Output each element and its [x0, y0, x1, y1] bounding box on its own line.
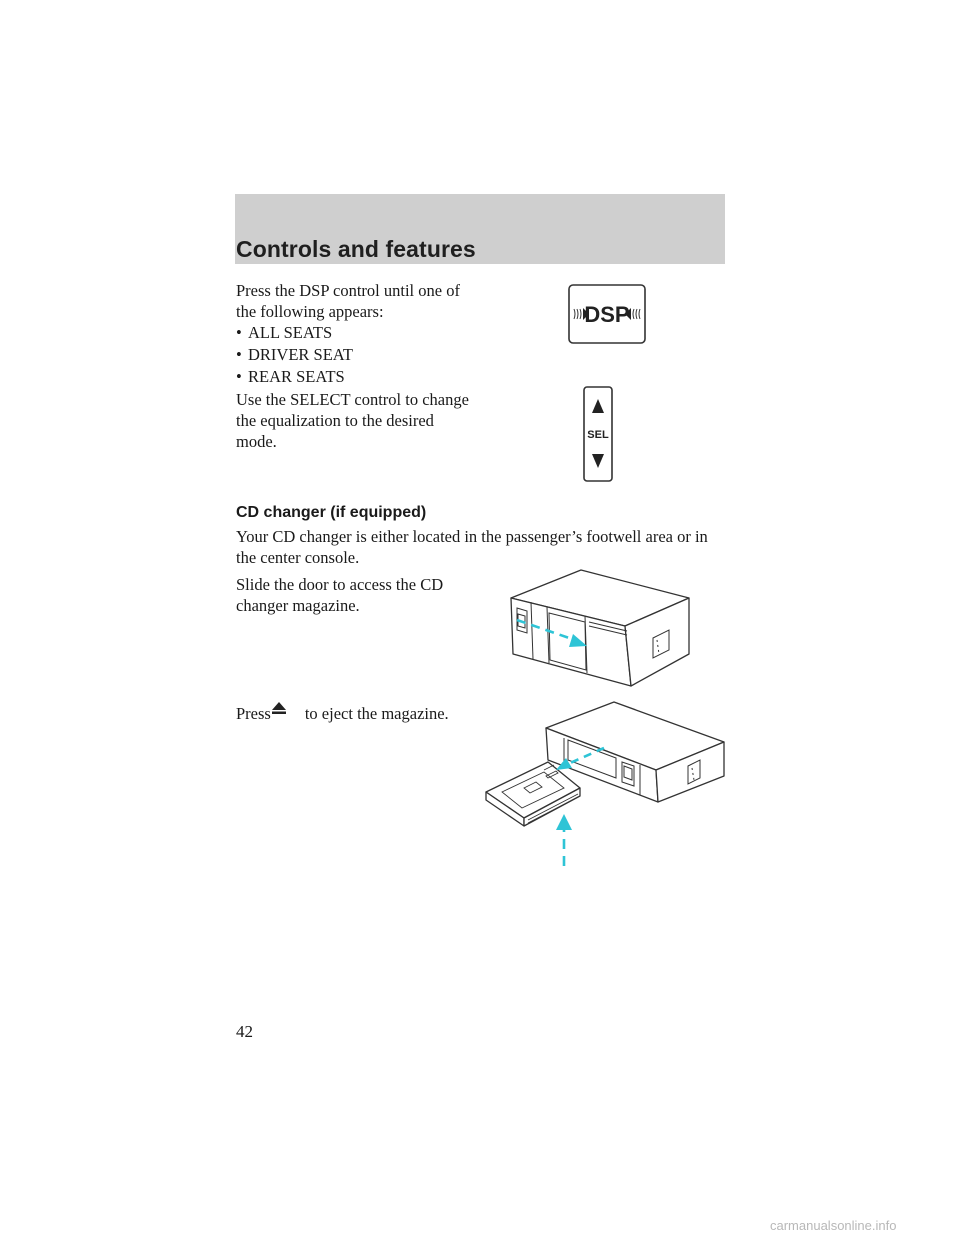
cd-location-line-2: the center console.: [236, 548, 360, 567]
select-line-3: mode.: [236, 432, 277, 451]
cd-location-line-1: Your CD changer is either located in the…: [236, 527, 708, 546]
list-item: •REAR SEATS: [236, 367, 345, 386]
eject-icon: [271, 699, 305, 720]
cd-changer-heading: CD changer (if equipped): [236, 504, 427, 521]
slide-door-line-2: changer magazine.: [236, 596, 360, 615]
down-arrow-icon: [592, 454, 604, 468]
cd-changer-eject-illustration: [485, 701, 725, 866]
dsp-button-label: DSP: [584, 302, 629, 327]
list-item: •DRIVER SEAT: [236, 345, 353, 364]
sel-button-label: SEL: [587, 429, 609, 441]
section-header-band: [235, 194, 725, 264]
select-line-2: the equalization to the desired: [236, 411, 434, 430]
dsp-intro-line-2: the following appears:: [236, 302, 384, 321]
section-title: Controls and features: [236, 236, 476, 262]
slide-door-line-1: Slide the door to access the CD: [236, 575, 444, 594]
dsp-button-illustration: DSP: [568, 284, 646, 344]
watermark-site: carmanualsonline.info: [770, 1218, 897, 1233]
page-number: 42: [236, 1022, 253, 1041]
up-arrow-icon: [592, 399, 604, 413]
select-line-1: Use the SELECT control to change: [236, 390, 469, 409]
sel-button-illustration: SEL: [583, 386, 613, 482]
list-item: •ALL SEATS: [236, 323, 333, 342]
dsp-intro-line-1: Press the DSP control until one of: [236, 281, 460, 300]
cd-changer-door-illustration: [510, 569, 690, 687]
